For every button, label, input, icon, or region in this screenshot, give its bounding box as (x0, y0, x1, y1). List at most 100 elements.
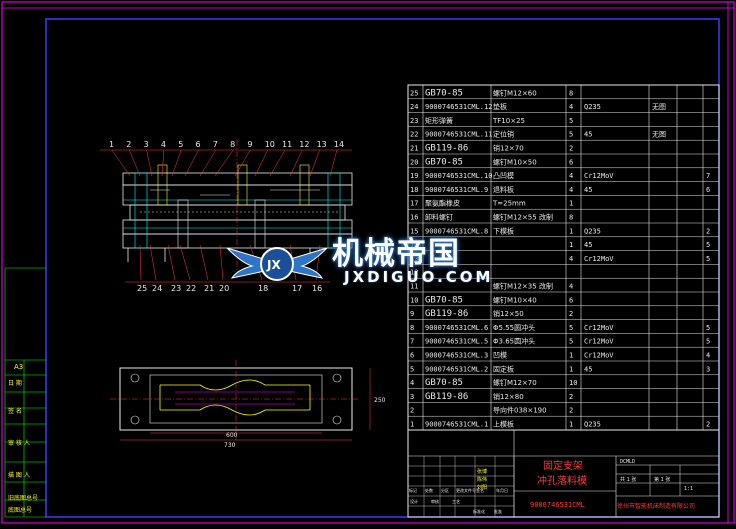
bom-cell-qty: 6 (569, 296, 573, 304)
side-label: 日 期 (8, 379, 22, 387)
bom-cell-qty: 1 (569, 352, 573, 360)
winged-logo-icon: JX (226, 247, 328, 281)
bom-cell-r: 6 (706, 186, 710, 194)
balloon-top: 5 (178, 140, 183, 149)
balloon-bottom: 23 (171, 284, 181, 293)
sign-role: 标准化 (473, 508, 485, 514)
bom-cell-mat: 45 (584, 241, 592, 249)
balloon-top: 4 (161, 140, 166, 149)
bom-cell-no: 13 (410, 255, 418, 263)
bom-cell-code: GB119-86 (425, 144, 468, 154)
bom-cell-mat: Cr12MoV (584, 255, 614, 263)
bom-cell-name: 销12×80 (493, 392, 524, 401)
balloon-bottom: 16 (312, 284, 322, 293)
bom-cell-code: 9000746531CML.12 (425, 103, 492, 111)
side-label: 旧底图总号 (8, 494, 38, 502)
bom-cell-qty: 2 (569, 310, 573, 318)
bom-cell-code: 9000746531CML.2 (425, 365, 488, 373)
plan-width-dim: 730 (224, 442, 236, 449)
plan-inner-dim: 600 (226, 432, 238, 439)
bom-cell-code: GB70-85 (425, 157, 463, 167)
bom-cell-qty: 4 (569, 255, 573, 263)
balloon-top: 7 (213, 140, 218, 149)
bom-cell-r: 4 (706, 352, 710, 360)
bom-cell-qty: 1 (569, 365, 573, 373)
bom-cell-code: 矩形弹簧 (425, 116, 453, 125)
site-watermark: JX 机械帝国 JXDIGUO.COM (222, 228, 522, 298)
bom-cell-qty: 6 (569, 158, 573, 166)
bom-cell-code: 9000746531CML.1 (425, 421, 488, 429)
side-label: 审 核 人 (8, 439, 30, 447)
bom-cell-qty: 5 (569, 131, 573, 139)
signer-name: 刘阳 (477, 484, 487, 491)
sign-label: 年月日 (496, 487, 508, 493)
bom-cell-no: 19 (410, 172, 418, 180)
bom-cell-mat: Q235 (584, 103, 601, 111)
bom-cell-mat: Cr12MoV (584, 172, 614, 180)
bom-cell-name: 凸凹模 (493, 171, 514, 180)
bom-cell-mat: 45 (584, 186, 592, 194)
bom-cell-name: 螺钉M12×70 (493, 378, 537, 387)
balloon-bottom: 25 (137, 284, 147, 293)
company-name: 徐州市智能机床制造有限公司 (617, 502, 695, 510)
balloon-bottom: 24 (152, 284, 162, 293)
bom-cell-no: 15 (410, 227, 418, 235)
bom-cell-code: 9000746531CML.11 (425, 131, 492, 139)
bom-cell-name: 退料板 (493, 185, 514, 194)
bom-cell-mat: Q235 (584, 227, 601, 235)
sign-label: 分区 (441, 487, 449, 493)
sign-label: 处数 (425, 487, 433, 493)
bom-cell-no: 23 (410, 117, 418, 125)
bom-cell-note: 无图 (652, 103, 666, 111)
logo-text: JX (266, 258, 281, 272)
bom-cell-name: 螺钉M12×35 改制 (493, 282, 553, 291)
bom-cell-r: 5 (706, 241, 710, 249)
balloon-bottom: 20 (219, 284, 229, 293)
balloon-top: 14 (334, 140, 344, 149)
bom-cell-code: 9000746531CML.3 (425, 352, 488, 360)
balloon-top: 13 (317, 140, 327, 149)
bom-cell-code: GB119-86 (425, 392, 468, 402)
bom-cell-name: 下模板 (493, 226, 514, 235)
bom-cell-qty: 2 (569, 407, 573, 415)
bom-cell-r: 5 (706, 324, 710, 332)
bom-cell-no: 14 (410, 241, 418, 249)
bom-cell-mat: Cr12MoV (584, 324, 614, 332)
drawing-scale: 1:1 (684, 486, 693, 492)
bom-cell-name: 定位销 (493, 130, 514, 139)
bom-cell-note: 无图 (652, 131, 666, 139)
title-line2: 冲孔落料模 (537, 474, 587, 487)
balloon-top: 6 (196, 140, 201, 149)
bom-cell-r: 2 (706, 227, 710, 235)
sheet-size-label: A3 (14, 363, 23, 371)
bom-cell-qty: 4 (569, 103, 573, 111)
bom-cell-r: 5 (706, 338, 710, 346)
balloon-top: 10 (265, 140, 275, 149)
title-line1: 固定支架 (543, 459, 583, 472)
balloon-bottom: 18 (258, 284, 268, 293)
balloon-top: 3 (144, 140, 149, 149)
balloon-top: 2 (126, 140, 131, 149)
bom-cell-no: 6 (410, 352, 414, 360)
balloon-bottom: 17 (292, 284, 302, 293)
bom-cell-r: 5 (706, 255, 710, 263)
side-label: 签 名 (8, 407, 22, 415)
signer-name: 张博 (477, 468, 487, 475)
bom-cell-no: 22 (410, 131, 418, 139)
side-label: 描 图 人 (8, 471, 30, 479)
balloon-top: 11 (282, 140, 292, 149)
bom-cell-name: 销12×50 (493, 309, 524, 318)
bom-cell-qty: 10 (569, 379, 577, 387)
plan-view: 730 600 250 (110, 360, 386, 449)
sign-role: 工艺 (452, 499, 460, 504)
bom-cell-name: TF10×25 (492, 117, 525, 125)
title-block: 标记处数分区更改文件号签名年月日设计审核工艺标准化批准张博陈伟刘阳 固定支架 冲… (407, 429, 720, 518)
bom-cell-mat: Q235 (584, 421, 601, 429)
bom-cell-qty: 1 (569, 227, 573, 235)
bom-cell-no: 12 (410, 269, 418, 277)
sheet-current: 第 1 张 (654, 476, 670, 483)
balloon-bottom: 22 (186, 284, 196, 293)
bom-cell-qty: 1 (569, 421, 573, 429)
